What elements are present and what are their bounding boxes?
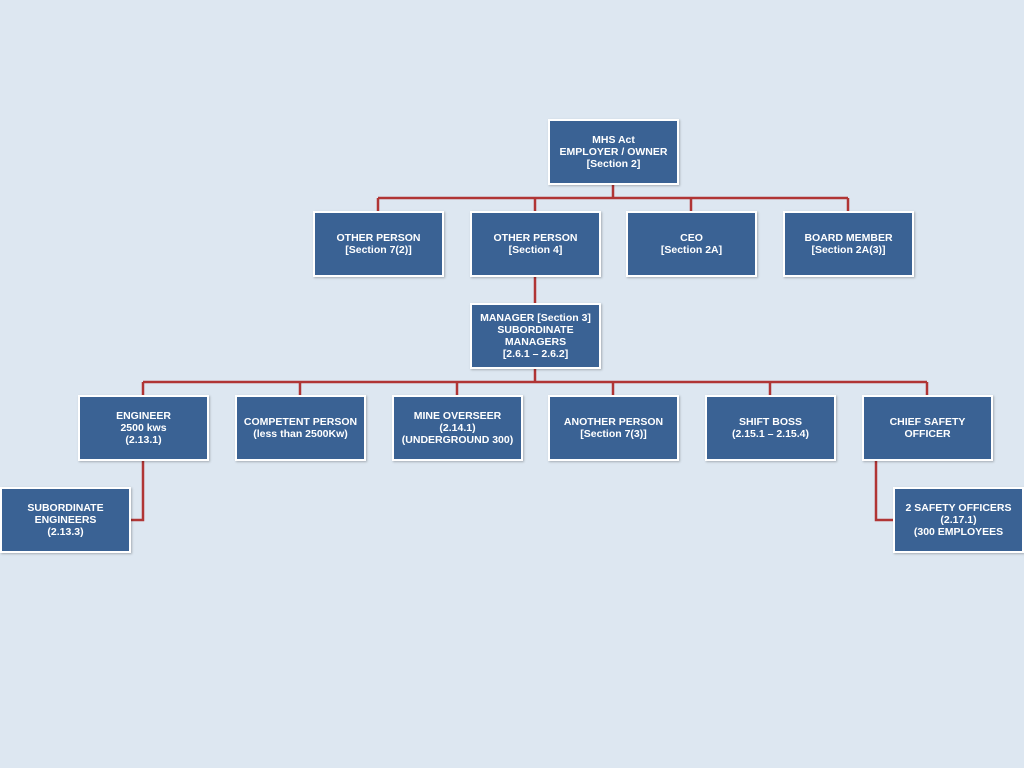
node-line: 2500 kws bbox=[120, 422, 167, 434]
connector-to-safety-officers bbox=[874, 460, 895, 522]
node-mine-overseer: MINE OVERSEER (2.14.1) (UNDERGROUND 300) bbox=[392, 395, 523, 461]
node-line: MANAGER [Section 3] bbox=[480, 312, 591, 324]
node-line: MHS Act bbox=[592, 134, 635, 146]
node-line: SUBORDINATE bbox=[497, 324, 574, 336]
node-safety-officers: 2 SAFETY OFFICERS (2.17.1) (300 EMPLOYEE… bbox=[893, 487, 1024, 553]
connector-to-subordinate-engineers bbox=[129, 460, 145, 522]
node-line: OFFICER bbox=[904, 428, 951, 440]
node-other-person-7-2: OTHER PERSON [Section 7(2)] bbox=[313, 211, 444, 277]
node-line: MANAGERS bbox=[504, 336, 567, 348]
node-line: (2.17.1) bbox=[940, 514, 977, 526]
node-line: (UNDERGROUND 300) bbox=[401, 434, 514, 446]
node-line: [Section 4] bbox=[508, 244, 563, 256]
node-line: [Section 2] bbox=[586, 158, 641, 170]
node-line: CEO bbox=[680, 232, 703, 244]
node-ceo: CEO [Section 2A] bbox=[626, 211, 757, 277]
node-line: [Section 2A(3)] bbox=[811, 244, 886, 256]
node-engineer: ENGINEER 2500 kws (2.13.1) bbox=[78, 395, 209, 461]
node-line: [Section 7(3)] bbox=[580, 428, 647, 440]
node-line: SUBORDINATE bbox=[27, 502, 104, 514]
node-competent-person: COMPETENT PERSON (less than 2500Kw) bbox=[235, 395, 366, 461]
node-line: EMPLOYER / OWNER bbox=[559, 146, 668, 158]
node-line: OTHER PERSON bbox=[336, 232, 421, 244]
node-line: [Section 7(2)] bbox=[345, 244, 412, 256]
node-line: [Section 2A] bbox=[660, 244, 723, 256]
node-another-person: ANOTHER PERSON [Section 7(3)] bbox=[548, 395, 679, 461]
node-line: ANOTHER PERSON bbox=[563, 416, 664, 428]
node-employer-owner: MHS Act EMPLOYER / OWNER [Section 2] bbox=[548, 119, 679, 185]
node-board-member: BOARD MEMBER [Section 2A(3)] bbox=[783, 211, 914, 277]
node-line: MINE OVERSEER bbox=[413, 410, 502, 422]
node-line: (2.15.1 – 2.15.4) bbox=[731, 428, 810, 440]
node-line: ENGINEERS bbox=[34, 514, 97, 526]
node-line: CHIEF SAFETY bbox=[889, 416, 966, 428]
node-line: (2.13.3) bbox=[47, 526, 84, 538]
node-line: BOARD MEMBER bbox=[804, 232, 893, 244]
node-line: ENGINEER bbox=[116, 410, 171, 422]
node-line: (2.14.1) bbox=[439, 422, 476, 434]
node-line: COMPETENT PERSON bbox=[243, 416, 358, 428]
node-manager: MANAGER [Section 3] SUBORDINATE MANAGERS… bbox=[470, 303, 601, 369]
node-line: (300 EMPLOYEES bbox=[913, 526, 1004, 538]
node-subordinate-engineers: SUBORDINATE ENGINEERS (2.13.3) bbox=[0, 487, 131, 553]
node-other-person-4: OTHER PERSON [Section 4] bbox=[470, 211, 601, 277]
node-line: (less than 2500Kw) bbox=[253, 428, 348, 440]
node-line: 2 SAFETY OFFICERS bbox=[905, 502, 1012, 514]
node-line: [2.6.1 – 2.6.2] bbox=[502, 348, 569, 360]
node-line: SHIFT BOSS bbox=[738, 416, 802, 428]
node-line: (2.13.1) bbox=[125, 434, 162, 446]
node-shift-boss: SHIFT BOSS (2.15.1 – 2.15.4) bbox=[705, 395, 836, 461]
node-line: OTHER PERSON bbox=[493, 232, 578, 244]
node-chief-safety-officer: CHIEF SAFETY OFFICER bbox=[862, 395, 993, 461]
